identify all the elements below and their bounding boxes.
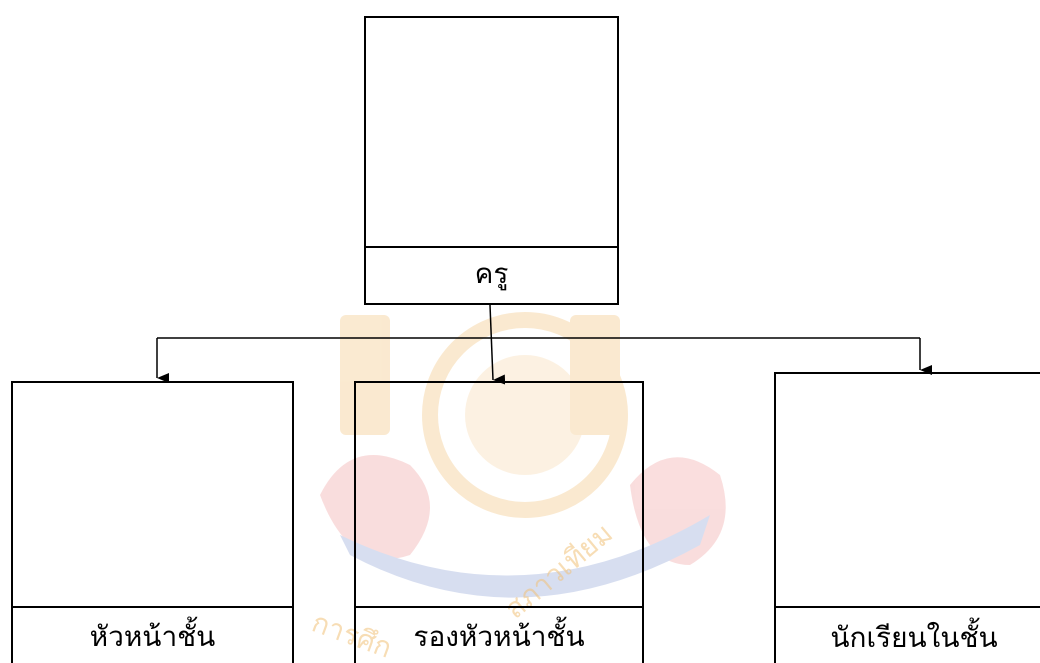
child-node-class-leader: หัวหน้าชั้น bbox=[11, 381, 294, 663]
emblem-right-elephant bbox=[630, 457, 726, 565]
node-label-class-leader: หัวหน้าชั้น bbox=[89, 619, 216, 653]
connector-to-child-middle bbox=[489, 304, 506, 385]
photo-placeholder bbox=[356, 383, 642, 608]
child-node-students: นักเรียนในชั้น bbox=[774, 372, 1040, 663]
photo-placeholder bbox=[13, 383, 292, 608]
root-node-teacher: ครู bbox=[364, 16, 619, 305]
node-label-teacher: ครู bbox=[474, 256, 509, 290]
node-label-assistant-leader: รองหัวหน้าชั้น bbox=[413, 619, 585, 653]
child-node-assistant-leader: รองหัวหน้าชั้น bbox=[354, 381, 644, 663]
photo-placeholder bbox=[366, 18, 617, 248]
photo-placeholder bbox=[776, 374, 1040, 608]
node-label-students: นักเรียนในชั้น bbox=[830, 621, 998, 654]
